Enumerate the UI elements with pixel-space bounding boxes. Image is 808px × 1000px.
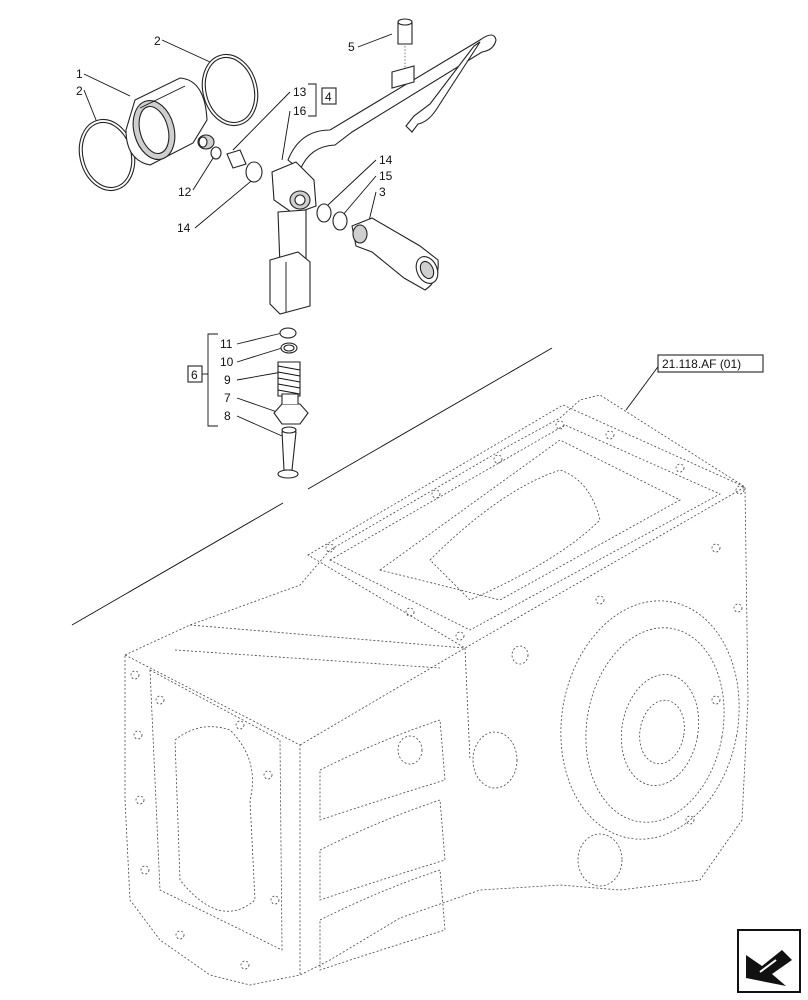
upper-parts <box>78 18 497 315</box>
callout-8: 8 <box>224 409 231 423</box>
callout-16: 16 <box>293 104 307 118</box>
group-box-4: 4 <box>321 87 337 105</box>
group-4-label: 4 <box>325 90 332 104</box>
leader-lines <box>71 33 661 626</box>
callout-3: 3 <box>379 185 386 199</box>
group-box-6: 6 <box>187 365 203 383</box>
callout-10: 10 <box>220 355 234 369</box>
callout-5: 5 <box>348 40 355 54</box>
callout-labels: 2 1 2 5 13 16 12 14 14 15 3 11 10 9 7 8 <box>76 34 393 423</box>
callout-2-upper: 2 <box>154 34 161 48</box>
group-6-label: 6 <box>191 368 198 382</box>
reference-box: 21.118.AF (01) <box>657 354 764 373</box>
callout-7: 7 <box>224 391 231 405</box>
transmission-housing <box>124 394 749 986</box>
arrow-nav-icon[interactable] <box>737 929 801 993</box>
callout-15: 15 <box>379 169 393 183</box>
callout-11: 11 <box>220 337 233 351</box>
callout-9: 9 <box>224 373 231 387</box>
callout-13: 13 <box>293 85 307 99</box>
callout-2-lower: 2 <box>76 84 83 98</box>
callout-14-left: 14 <box>177 221 191 235</box>
callout-14-right: 14 <box>379 153 393 167</box>
reference-label: 21.118.AF (01) <box>662 357 741 371</box>
relief-valve-parts <box>273 327 309 479</box>
callout-1: 1 <box>76 67 83 81</box>
callout-12: 12 <box>178 185 192 199</box>
